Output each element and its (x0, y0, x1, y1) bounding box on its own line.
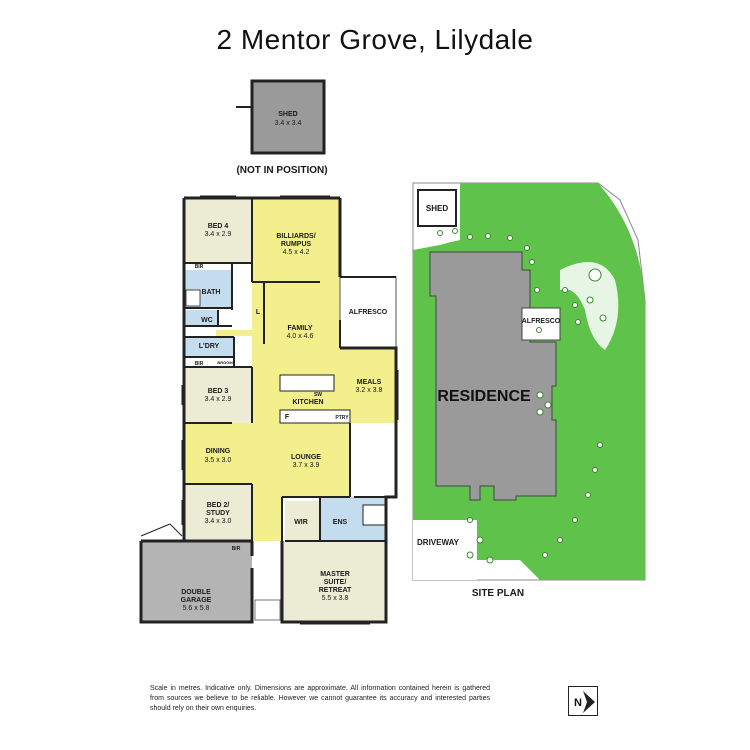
lounge-dims: 3.7 x 3.9 (293, 462, 320, 469)
billiards-dims: 4.5 x 4.2 (283, 249, 310, 256)
page-title: 2 Mentor Grove, Lilydale (216, 24, 534, 55)
garage-label: DOUBLE (181, 589, 211, 596)
residence-label: RESIDENCE (437, 388, 531, 405)
bir-label-1: BIR (195, 264, 204, 270)
bed2-dims: 3.4 x 3.0 (205, 518, 232, 525)
bed3-label: BED 3 (208, 388, 229, 395)
shed-label: SHED (278, 111, 297, 118)
bath-label: BATH (202, 289, 221, 296)
ensuite-label: ENS (333, 519, 348, 526)
bed2-label: BED 2/ (207, 502, 230, 509)
master-dims: 5.5 x 3.8 (322, 595, 349, 602)
fridge-label: F (285, 414, 290, 421)
north-compass: N (568, 686, 598, 716)
driveway-label: DRIVEWAY (417, 538, 460, 547)
shed-dims: 3.4 x 3.4 (275, 120, 302, 127)
garage-dims: 5.6 x 5.8 (183, 605, 210, 612)
suite-label: SUITE/ (324, 579, 347, 586)
study-label: STUDY (206, 510, 230, 517)
site-alfresco-label: ALFRESCO (522, 318, 561, 325)
rumpus-label: RUMPUS (281, 241, 312, 248)
retreat-label: RETREAT (319, 587, 352, 594)
disclaimer-text: Scale in metres. Indicative only. Dimens… (150, 685, 490, 712)
bed3-dims: 3.4 x 2.9 (205, 396, 232, 403)
north-arrow-icon: N (574, 691, 595, 713)
sink-label: SW (314, 392, 322, 398)
dining-label: DINING (206, 448, 231, 455)
alfresco-label: ALFRESCO (349, 309, 388, 316)
meals-dims: 3.2 x 3.8 (356, 387, 383, 394)
master-label: MASTER (320, 571, 350, 578)
bir-label-3: BIR (232, 546, 241, 552)
bir-label-2: BIR (195, 361, 204, 367)
compass-label: N (574, 697, 582, 709)
linen-label: L (256, 309, 261, 316)
shed-block: SHED 3.4 x 3.4 (236, 79, 326, 155)
wir-label: WIR (294, 519, 308, 526)
kitchen-label: KITCHEN (292, 399, 323, 406)
pantry-label: PTRY (335, 415, 349, 421)
family-dims: 4.0 x 4.6 (287, 333, 314, 340)
garage-label-2: GARAGE (181, 597, 212, 604)
family-label: FAMILY (287, 325, 312, 332)
house-floor-plan (139, 195, 399, 625)
site-shed-label: SHED (426, 204, 448, 213)
broom-label: BROOM (217, 360, 233, 365)
dining-dims: 3.5 x 3.0 (205, 457, 232, 464)
site-plan-caption: SITE PLAN (472, 588, 524, 599)
laundry-label: L'DRY (199, 343, 220, 350)
meals-label: MEALS (357, 379, 382, 386)
site-plan (412, 182, 646, 581)
lounge-label: LOUNGE (291, 454, 321, 461)
billiards-label: BILLIARDS/ (276, 233, 315, 240)
wc-label: WC (201, 317, 213, 324)
bed4-dims: 3.4 x 2.9 (205, 231, 232, 238)
shed-note: (NOT IN POSITION) (236, 165, 327, 176)
bed4-label: BED 4 (208, 223, 229, 230)
